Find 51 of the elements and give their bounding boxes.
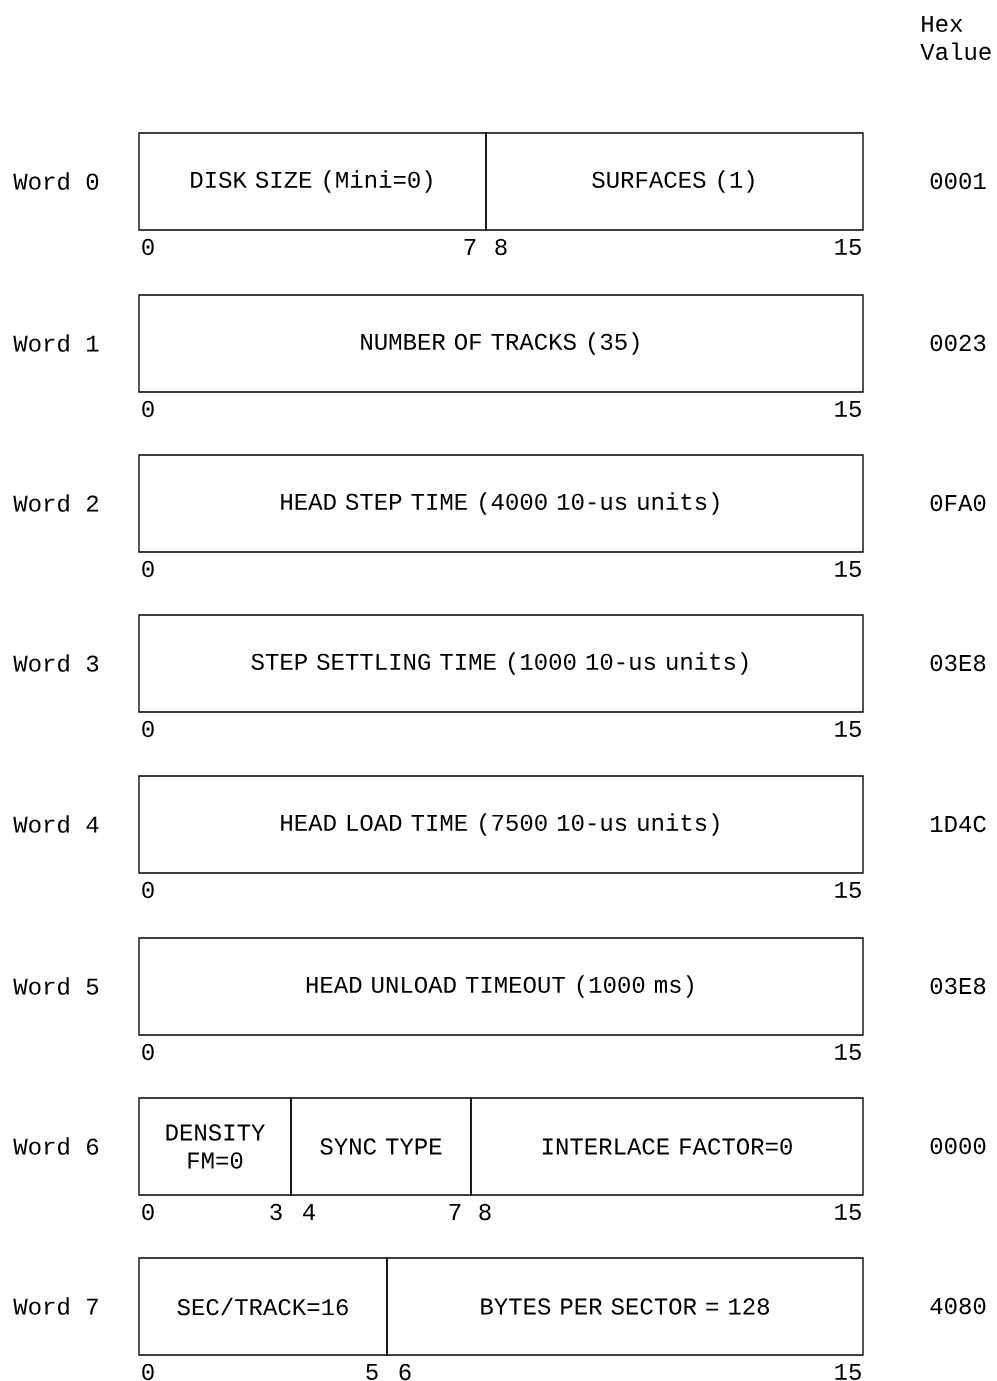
bit-number: 0 xyxy=(142,238,154,256)
word-label: Word 7 xyxy=(13,1297,98,1315)
bit-number: 15 xyxy=(835,1044,861,1061)
bit-number: 8 xyxy=(479,1203,491,1221)
field-box: INTERLACE FACTOR=0 xyxy=(470,1097,864,1196)
field-box: DISK SIZE (Mini=0) xyxy=(138,132,487,231)
hex-value: 0001 xyxy=(930,172,986,190)
word-label: Word 6 xyxy=(13,1137,99,1155)
word-label: Word 0 xyxy=(13,172,99,190)
hex-value: 1D4C xyxy=(930,815,986,833)
bit-number: 0 xyxy=(142,1203,154,1221)
hex-value: 03E8 xyxy=(930,654,986,672)
bit-number: 7 xyxy=(464,239,476,255)
column-heading: Hex Value xyxy=(920,16,991,60)
field-box: SURFACES (1) xyxy=(485,132,864,231)
field-box: HEAD STEP TIME (4000 10-us units) xyxy=(138,454,864,553)
field-box: HEAD UNLOAD TIMEOUT (1000 ms) xyxy=(138,937,864,1036)
bit-number: 0 xyxy=(142,881,154,899)
hex-value: 03E8 xyxy=(930,977,986,995)
field-box: SEC/TRACK=16 xyxy=(138,1257,388,1356)
field-box: BYTES PER SECTOR = 128 xyxy=(386,1257,864,1356)
hex-value: 4080 xyxy=(930,1297,986,1315)
field-box: STEP SETTLING TIME (1000 10-us units) xyxy=(138,614,864,713)
bit-number: 4 xyxy=(303,1204,315,1220)
bit-number: 0 xyxy=(142,720,154,738)
hex-value: 0FA0 xyxy=(930,494,986,512)
hex-value: 0023 xyxy=(930,334,986,352)
bit-number: 15 xyxy=(835,401,861,417)
bit-number: 15 xyxy=(835,882,861,899)
field-box: HEAD LOAD TIME (7500 10-us units) xyxy=(138,775,864,874)
bit-number: 6 xyxy=(399,1363,411,1381)
bit-number: 15 xyxy=(835,1204,861,1221)
bit-number: 15 xyxy=(835,721,861,738)
field-box: DENSITY FM=0 xyxy=(138,1097,292,1196)
bit-number: 15 xyxy=(835,561,861,578)
bit-number: 0 xyxy=(142,560,154,578)
bit-number: 8 xyxy=(495,238,507,256)
bit-number: 0 xyxy=(142,400,154,418)
word-label: Word 3 xyxy=(13,654,99,672)
bit-number: 3 xyxy=(270,1203,282,1221)
word-label: Word 2 xyxy=(13,494,98,512)
bit-number: 15 xyxy=(835,239,861,255)
hex-value: 0000 xyxy=(930,1137,986,1155)
bit-number: 7 xyxy=(449,1204,461,1220)
word-label: Word 4 xyxy=(13,815,99,833)
word-label: Word 5 xyxy=(13,977,99,995)
field-box: NUMBER OF TRACKS (35) xyxy=(138,294,864,393)
field-box: SYNC TYPE xyxy=(290,1097,472,1196)
bit-number: 5 xyxy=(366,1364,378,1381)
bit-number: 0 xyxy=(142,1043,154,1061)
word-label: Word 1 xyxy=(13,334,99,352)
